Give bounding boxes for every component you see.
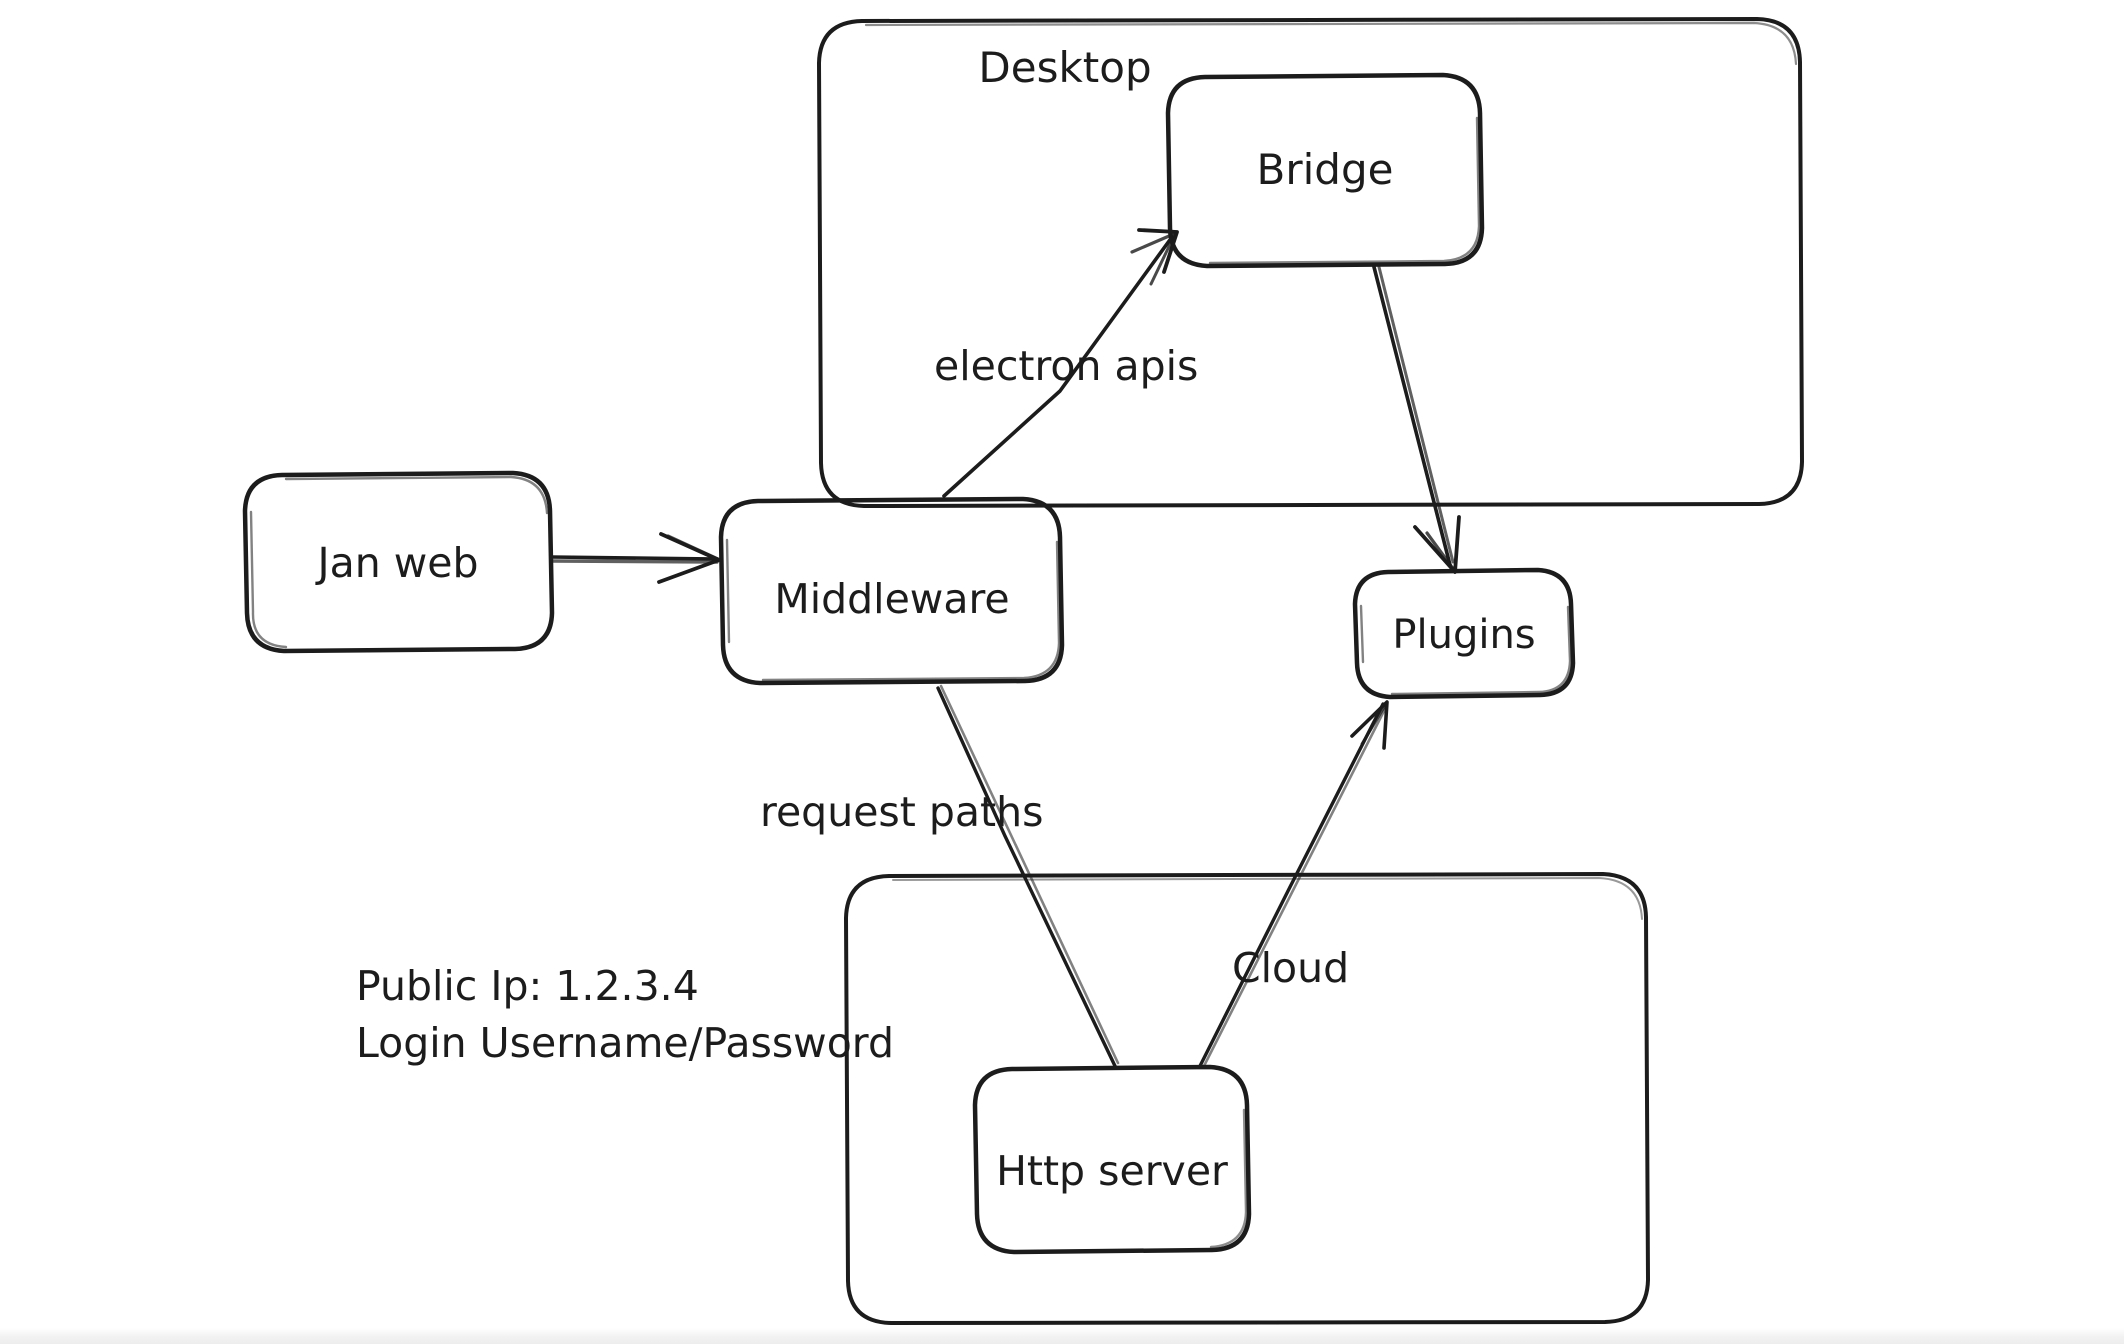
edge-bridge-to-plugins [1372, 265, 1461, 574]
edge-label-electron-apis: electron apis [934, 342, 1198, 390]
bottom-edge-band [0, 1328, 2124, 1344]
node-middleware-label: Middleware [774, 575, 1009, 623]
node-bridge[interactable] [1165, 72, 1485, 269]
container-desktop-label: Desktop [978, 43, 1151, 92]
edge-httpserver-to-plugins [1198, 700, 1389, 1068]
node-bridge-label: Bridge [1257, 145, 1394, 194]
node-middleware[interactable] [718, 496, 1065, 686]
node-plugins-label: Plugins [1392, 612, 1535, 658]
node-http-server[interactable] [972, 1064, 1252, 1255]
container-cloud[interactable] [844, 872, 1650, 1325]
edge-janweb-to-middleware [549, 532, 722, 584]
node-http-server-label: Http server [996, 1147, 1228, 1195]
note-login-credentials: Login Username/Password [356, 1019, 894, 1067]
note-public-ip: Public Ip: 1.2.3.4 [356, 962, 699, 1010]
container-desktop[interactable] [817, 17, 1804, 508]
node-jan-web[interactable] [242, 470, 555, 654]
node-plugins[interactable] [1352, 567, 1576, 700]
edge-httpserver-to-middleware [936, 684, 1120, 1068]
edge-middleware-to-bridge [942, 228, 1179, 498]
container-cloud-label: Cloud [1232, 944, 1349, 992]
node-jan-web-label: Jan web [314, 539, 478, 587]
edge-label-request-paths: request paths [760, 788, 1043, 836]
